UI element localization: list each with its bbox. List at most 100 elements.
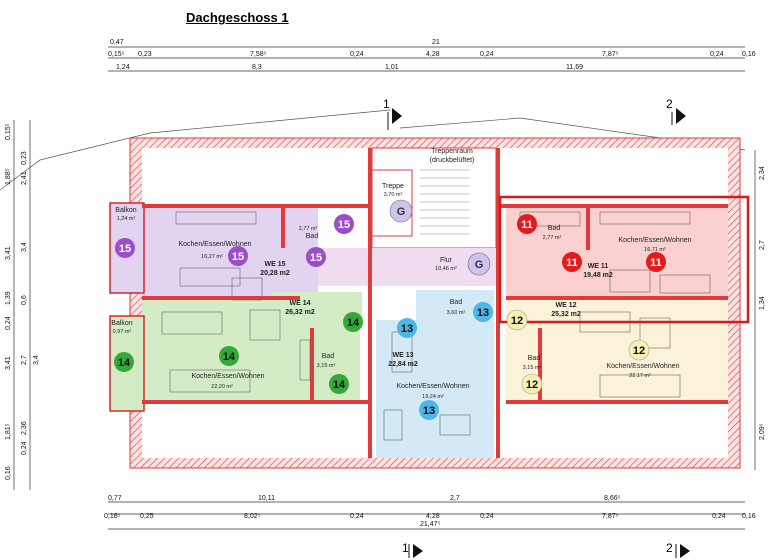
- svg-text:G: G: [397, 206, 406, 218]
- dim-top: 0,24: [480, 51, 494, 58]
- dim-left: 0,15⁵: [5, 123, 12, 140]
- dim-bottom: 0,77: [108, 495, 122, 502]
- furniture: [161, 211, 711, 441]
- dim-bottom: 2,7: [450, 495, 460, 502]
- section-marker-1-bottom: 1: [402, 541, 423, 558]
- dim-right: 2,7: [759, 240, 766, 250]
- svg-text:14: 14: [223, 351, 236, 363]
- svg-text:1: 1: [383, 97, 390, 111]
- label-kwe12-area: 22,17 m²: [629, 373, 651, 379]
- dim-left: 1,88⁵: [5, 168, 12, 185]
- label-kwe13-area: 19,24 m²: [422, 394, 444, 400]
- dim-left: 0,6: [21, 295, 28, 305]
- label-kwe14: Kochen/Essen/Wohnen: [191, 373, 264, 380]
- label-bad11: Bad: [548, 225, 561, 232]
- dim-top: 0,24: [710, 51, 724, 58]
- svg-text:12: 12: [511, 315, 523, 327]
- marker-11: 11: [517, 214, 537, 234]
- marker-11: 11: [562, 252, 582, 272]
- label-we13: WE 13: [392, 352, 413, 359]
- dim-left: 0,24: [21, 441, 28, 455]
- dim-top: 7,58⁵: [250, 51, 267, 58]
- dim-top: 0,16: [742, 51, 756, 58]
- label-we14-area: 26,32 m2: [285, 309, 315, 316]
- label-bad15: Bad: [306, 233, 319, 240]
- marker-15: 15: [306, 247, 326, 267]
- section-marker-2-top: 2: [666, 97, 686, 125]
- room-we11: [506, 208, 728, 296]
- marker-g: G: [389, 199, 413, 223]
- dim-bottom: 0,24: [480, 513, 494, 520]
- svg-text:14: 14: [333, 379, 346, 391]
- dim-bottom: 8,02⁵: [244, 513, 261, 520]
- marker-15: 15: [115, 238, 135, 258]
- label-balkon15: Balkon: [115, 207, 137, 214]
- label-treppe: Treppe: [382, 183, 404, 190]
- dim-left: 2,41: [21, 171, 28, 185]
- svg-text:2: 2: [666, 541, 673, 555]
- dim-bottom: 0,24: [712, 513, 726, 520]
- dim-left: 0,24: [5, 316, 12, 330]
- dim-left: 3,4: [33, 355, 40, 365]
- label-we15-area: 20,28 m2: [260, 270, 290, 277]
- label-balkon14-area: 0,97 m²: [113, 329, 132, 335]
- label-we11: WE 11: [588, 263, 609, 270]
- svg-text:15: 15: [232, 251, 244, 263]
- dim-left: 3,4: [21, 242, 28, 252]
- dim-bottom: 0,25: [140, 513, 154, 520]
- marker-12: 12: [628, 339, 650, 361]
- svg-text:13: 13: [477, 307, 489, 319]
- dim-top: 4,28: [426, 51, 440, 58]
- dim-left: 3,41: [5, 246, 12, 260]
- room-we12: [506, 296, 728, 400]
- svg-text:11: 11: [650, 257, 662, 269]
- svg-text:12: 12: [633, 345, 645, 357]
- svg-text:14: 14: [347, 317, 360, 329]
- dim-bottom: 21,47⁵: [420, 521, 441, 528]
- marker-15: 15: [334, 214, 354, 234]
- label-balkon15-area: 1,24 m²: [117, 216, 136, 222]
- label-kwe11: Kochen/Essen/Wohnen: [618, 237, 691, 244]
- dim-top: 0,15⁵: [108, 51, 125, 58]
- dimension-lines-left: [13, 120, 31, 490]
- dim-top: 0,47: [110, 39, 124, 46]
- dim-top: 0,24: [350, 51, 364, 58]
- label-bad11-area: 2,77 m²: [543, 235, 562, 241]
- dim-right: 2,34: [759, 166, 766, 180]
- interior-walls: [142, 148, 728, 458]
- label-bad13-area: 3,60 m²: [447, 310, 466, 316]
- svg-text:11: 11: [521, 219, 533, 231]
- svg-text:13: 13: [423, 405, 435, 417]
- svg-text:12: 12: [526, 379, 538, 391]
- label-we12-area: 25,32 m2: [551, 311, 581, 318]
- label-we13-area: 22,84 m2: [388, 361, 418, 368]
- dim-right: 1,34: [759, 296, 766, 310]
- section-marker-2-bottom: 2: [666, 541, 690, 558]
- dim-bottom: 0,16⁵: [104, 513, 121, 520]
- label-bad14-area: 3,15 m²: [317, 363, 336, 369]
- marker-15: 15: [228, 246, 248, 266]
- dim-left: 2,7: [21, 355, 28, 365]
- marker-14: 14: [114, 352, 134, 372]
- marker-12: 12: [506, 309, 528, 331]
- marker-14: 14: [329, 374, 349, 394]
- svg-text:11: 11: [566, 257, 578, 269]
- highlight-we11: [498, 195, 750, 324]
- dim-top: 0,23: [138, 51, 152, 58]
- label-treppenraum: Treppenraum: [431, 148, 473, 155]
- dim-left: 0,23: [21, 151, 28, 165]
- marker-12: 12: [521, 373, 543, 395]
- label-kwe12: Kochen/Essen/Wohnen: [606, 363, 679, 370]
- svg-text:13: 13: [401, 323, 413, 335]
- dim-top: 1,24: [116, 64, 130, 71]
- roof-outline: [0, 109, 391, 191]
- dimension-lines-top: [108, 46, 745, 72]
- label-treppe-area: 3,70 m²: [384, 192, 403, 198]
- dim-top: 1,01: [385, 64, 399, 71]
- dim-top: 7,87⁵: [602, 51, 619, 58]
- label-balkon14: Balkon: [111, 320, 133, 327]
- label-treppenraum-sub: (druckbelüftet): [430, 157, 475, 164]
- svg-text:1: 1: [402, 541, 409, 555]
- dim-left: 1,81⁵: [5, 423, 12, 440]
